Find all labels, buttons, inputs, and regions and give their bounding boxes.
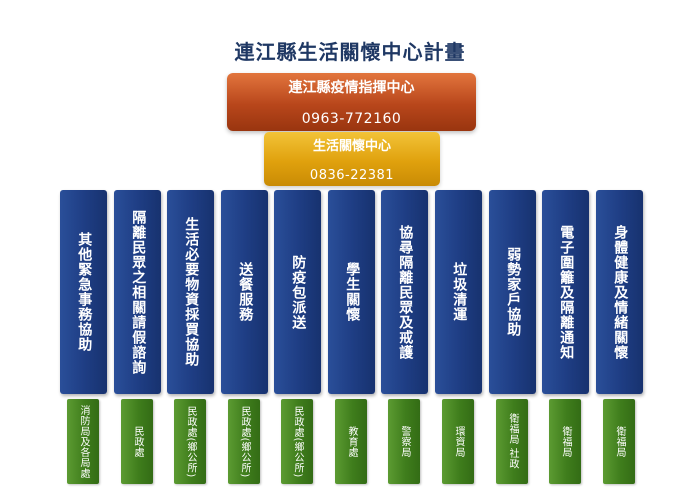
command-center-phone: 0963-772160 xyxy=(301,111,402,127)
unit-label: 垃圾清運 xyxy=(451,262,468,322)
agency-label: 消防局及各局處 xyxy=(78,404,89,479)
agency-label: 民政處(鄉公所) xyxy=(292,405,303,478)
agency-label: 衛福局 社政 xyxy=(507,413,518,470)
unit-box: 身體健康及情緒關懷 xyxy=(596,190,643,394)
agency-box: 衛福局 社政 xyxy=(496,399,528,484)
agency-label: 民政處(鄉公所) xyxy=(239,405,250,478)
agency-box: 消防局及各局處 xyxy=(67,399,99,484)
unit-box: 電子圍籬及隔離通知 xyxy=(542,190,589,394)
agency-box: 衛福局 xyxy=(603,399,635,484)
unit-label: 弱勢家戶協助 xyxy=(505,247,522,337)
page-title: 連江縣生活關懷中心計畫 xyxy=(234,40,466,64)
unit-label: 其他緊急事務協助 xyxy=(76,232,93,352)
unit-box: 垃圾清運 xyxy=(435,190,482,394)
agency-label: 環資局 xyxy=(453,425,464,458)
unit-box: 學生關懷 xyxy=(328,190,375,394)
unit-box: 協尋隔離民眾及戒護 xyxy=(381,190,428,394)
unit-label: 生活必要物資採買協助 xyxy=(183,217,200,367)
unit-label: 電子圍籬及隔離通知 xyxy=(558,224,575,360)
agency-box: 環資局 xyxy=(442,399,474,484)
unit-label: 協尋隔離民眾及戒護 xyxy=(397,224,414,360)
agency-box: 民政處 xyxy=(121,399,153,484)
care-center-box: 生活關懷中心 0836-22381 xyxy=(264,132,440,186)
agency-label: 衛福局 xyxy=(560,425,571,458)
care-center-name: 生活關懷中心 xyxy=(312,139,391,154)
agency-box: 衛福局 xyxy=(549,399,581,484)
unit-box: 隔離民眾之相關請假諮詢 xyxy=(114,190,161,394)
agency-label: 教育處 xyxy=(346,425,357,458)
unit-box: 生活必要物資採買協助 xyxy=(167,190,214,394)
agency-label: 衛福局 xyxy=(614,425,625,458)
command-center-box: 連江縣疫情指揮中心 0963-772160 xyxy=(227,73,476,131)
unit-label: 身體健康及情緒關懷 xyxy=(612,224,629,360)
agency-box: 民政處(鄉公所) xyxy=(281,399,313,484)
unit-box: 防疫包派送 xyxy=(274,190,321,394)
unit-label: 學生關懷 xyxy=(344,262,361,322)
command-center-name: 連江縣疫情指揮中心 xyxy=(288,80,415,96)
care-center-phone: 0836-22381 xyxy=(309,168,395,183)
agency-box: 民政處(鄉公所) xyxy=(174,399,206,484)
unit-box: 其他緊急事務協助 xyxy=(60,190,107,394)
unit-label: 隔離民眾之相關請假諮詢 xyxy=(130,209,147,375)
unit-box: 弱勢家戶協助 xyxy=(489,190,536,394)
agency-box: 警察局 xyxy=(388,399,420,484)
unit-label: 防疫包派送 xyxy=(290,254,307,330)
unit-label: 送餐服務 xyxy=(237,262,254,322)
unit-box: 送餐服務 xyxy=(221,190,268,394)
agency-label: 警察局 xyxy=(399,425,410,458)
agency-label: 民政處 xyxy=(132,425,143,458)
agency-box: 民政處(鄉公所) xyxy=(228,399,260,484)
agency-label: 民政處(鄉公所) xyxy=(185,405,196,478)
agency-box: 教育處 xyxy=(335,399,367,484)
